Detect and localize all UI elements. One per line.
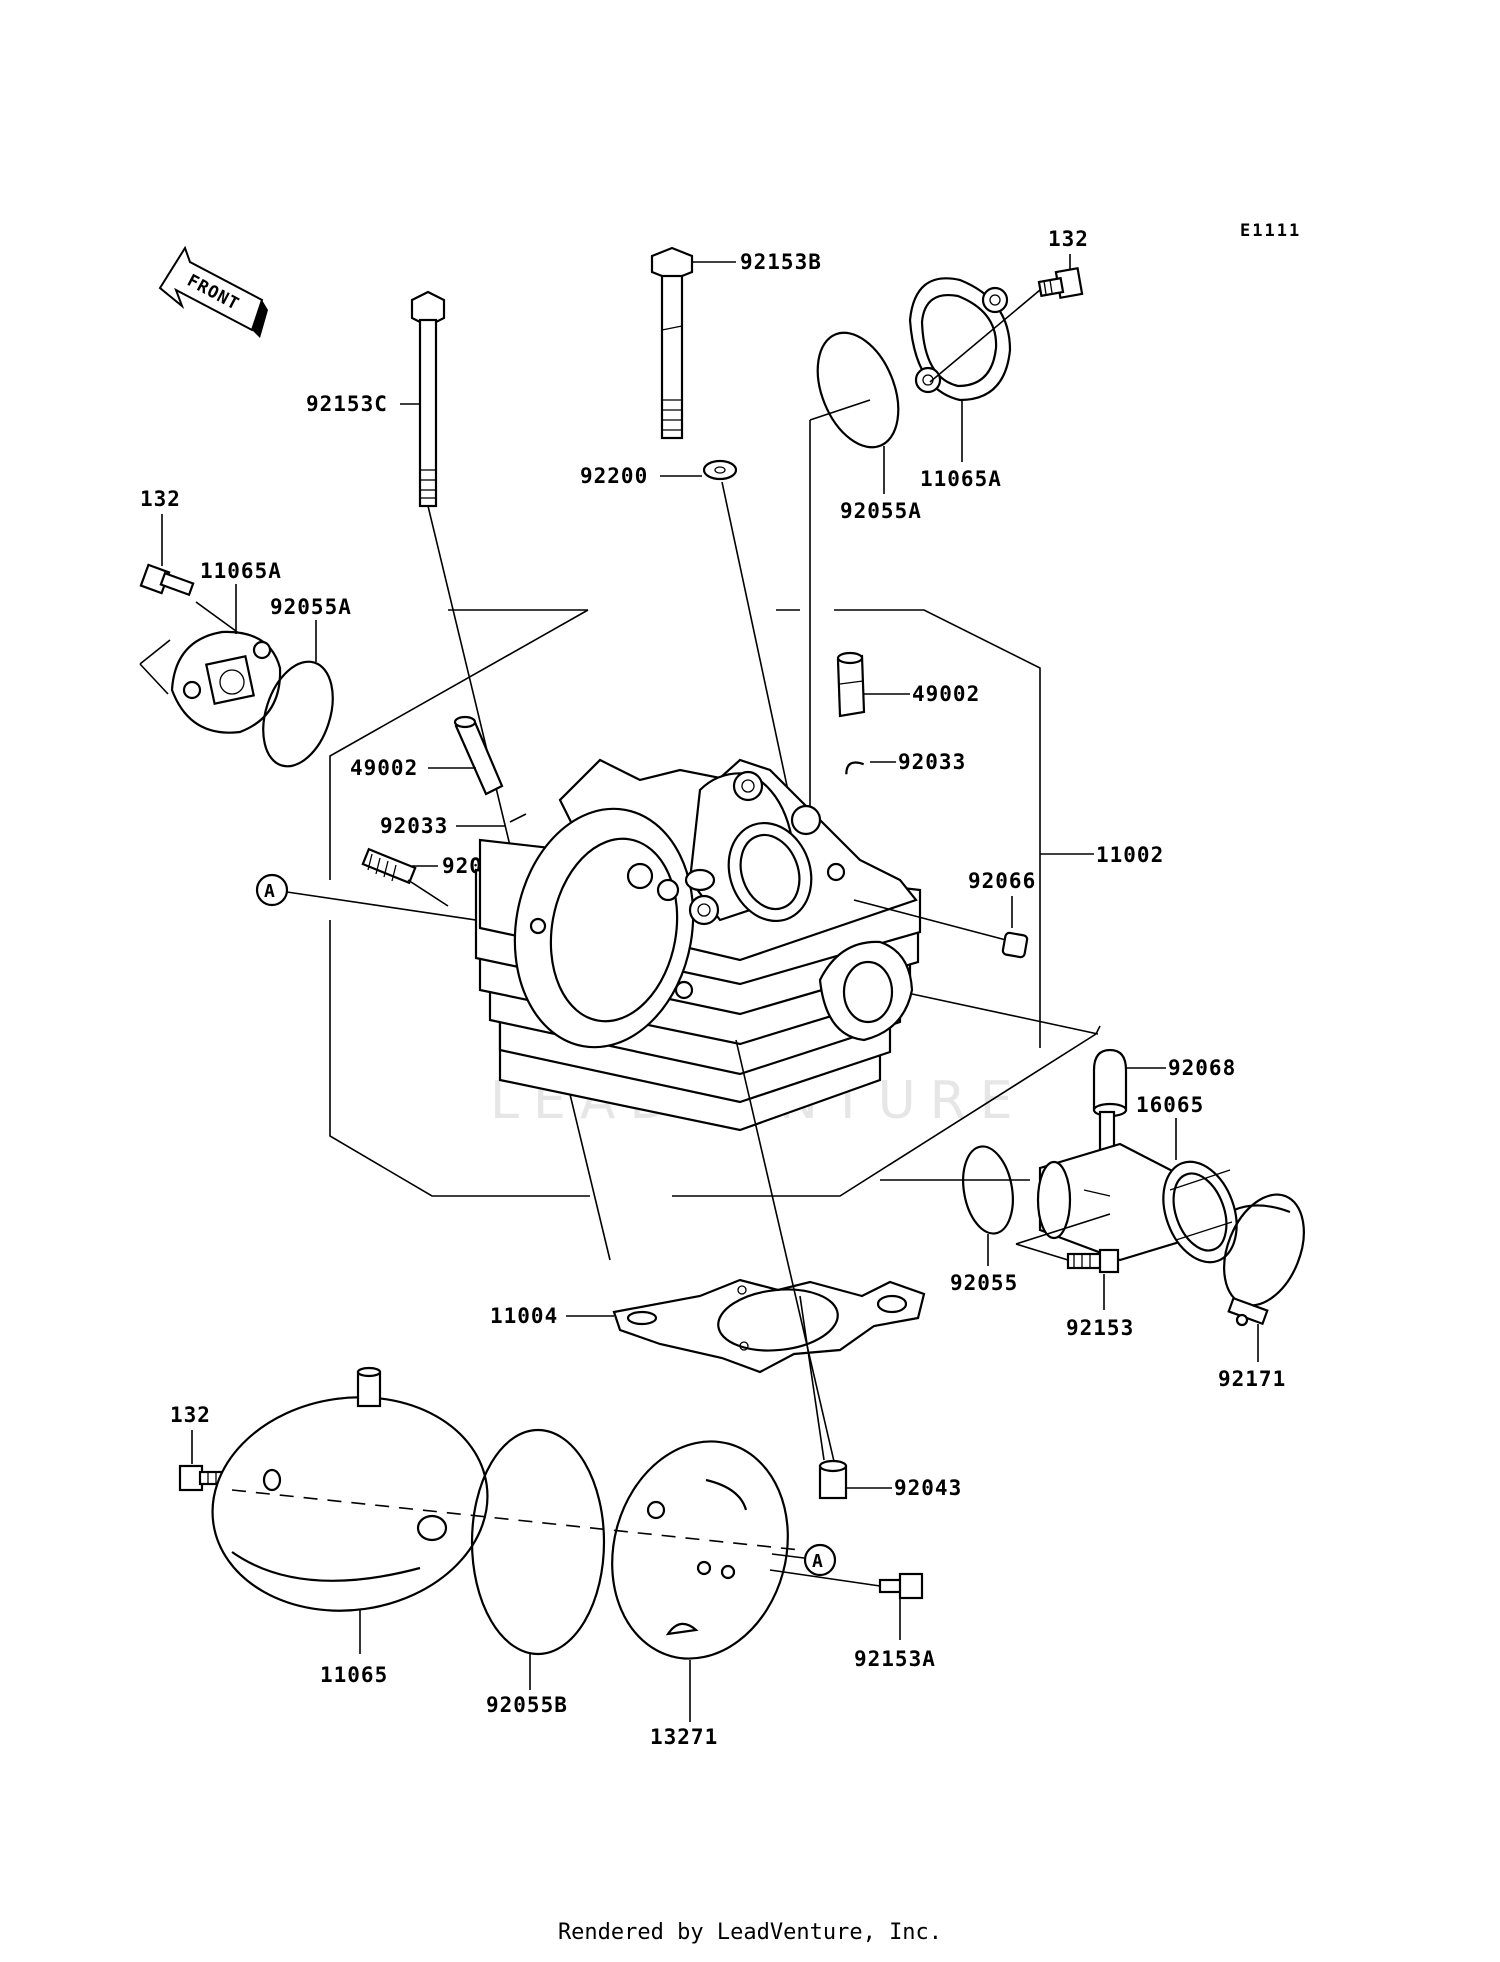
label-92055a-left: 92055A: [270, 595, 352, 619]
o-ring-92055b-icon: [470, 1428, 606, 1656]
label-92033-left: 92033: [380, 814, 448, 838]
label-92055b: 92055B: [486, 1693, 568, 1717]
bolt-92153a-icon: [878, 1572, 924, 1600]
bolt-92153c-icon: [410, 290, 446, 508]
label-13271: 13271: [650, 1725, 718, 1749]
bolt-132-top-icon: [1037, 267, 1084, 299]
o-ring-92055-icon: [962, 1145, 1014, 1235]
label-132-top: 132: [1048, 227, 1089, 251]
callout-a-left: A: [264, 881, 276, 902]
label-11002: 11002: [1096, 843, 1164, 867]
label-11065a-top: 11065A: [920, 467, 1002, 491]
label-11065: 11065: [320, 1663, 388, 1687]
assembly-bracket-11002: [329, 609, 1101, 1197]
stud-92004-icon: [361, 847, 417, 885]
label-92153c: 92153C: [306, 392, 388, 416]
o-ring-92055a-left-icon: [262, 660, 334, 768]
label-11065a-left: 11065A: [200, 559, 282, 583]
label-132-left: 132: [140, 487, 181, 511]
gasket-11004-icon: [612, 1278, 926, 1374]
bolt-132-left-icon: [139, 563, 195, 597]
washer-92200-icon: [702, 459, 738, 481]
clamp-92171-icon: [1223, 1193, 1305, 1327]
label-92033-right: 92033: [898, 750, 966, 774]
label-92068: 92068: [1168, 1056, 1236, 1080]
label-92055: 92055: [950, 1271, 1018, 1295]
circlip-92033-right-icon: [845, 761, 865, 775]
bolt-92153b-icon: [650, 246, 694, 440]
label-92153a: 92153A: [854, 1647, 936, 1671]
callout-a-bottom-icon: [803, 1543, 837, 1577]
dowel-92066-icon: [1001, 931, 1029, 959]
cap-11065a-left-icon: [170, 630, 282, 734]
label-92200: 92200: [580, 464, 648, 488]
callout-a-bottom: A: [812, 1551, 824, 1572]
label-49002-left: 49002: [350, 756, 418, 780]
label-16065: 16065: [1136, 1093, 1204, 1117]
label-49002-right: 49002: [912, 682, 980, 706]
label-11004: 11004: [490, 1304, 558, 1328]
valve-guide-49002-left-icon: [453, 715, 504, 796]
front-arrow-icon: FRONT: [158, 245, 268, 338]
label-92055a-top: 92055A: [840, 499, 922, 523]
dowel-92043-icon: [818, 1459, 848, 1500]
label-92153: 92153: [1066, 1316, 1134, 1340]
diagram-code: E1111: [1240, 221, 1301, 241]
label-132-bottom: 132: [170, 1403, 211, 1427]
label-92153b: 92153B: [740, 250, 822, 274]
footer-credit: Rendered by LeadVenture, Inc.: [557, 1920, 943, 1945]
o-ring-92055a-top-icon: [816, 331, 900, 449]
bolt-92153-icon: [1066, 1248, 1120, 1274]
intake-pipe-16065-icon: [1036, 1110, 1238, 1264]
label-92066: 92066: [968, 869, 1036, 893]
cap-92068-icon: [1092, 1048, 1128, 1118]
cap-11065a-top-icon: [908, 277, 1012, 402]
callout-a-left-icon: [255, 873, 289, 907]
valve-guide-49002-right-icon: [836, 651, 866, 718]
label-92171: 92171: [1218, 1367, 1286, 1391]
label-92043: 92043: [894, 1476, 962, 1500]
cap-13271-icon: [611, 1440, 789, 1660]
cover-11065-icon: [211, 1366, 489, 1612]
circlip-92033-left-icon: [509, 813, 527, 823]
cylinder-head-icon: [474, 758, 922, 1132]
